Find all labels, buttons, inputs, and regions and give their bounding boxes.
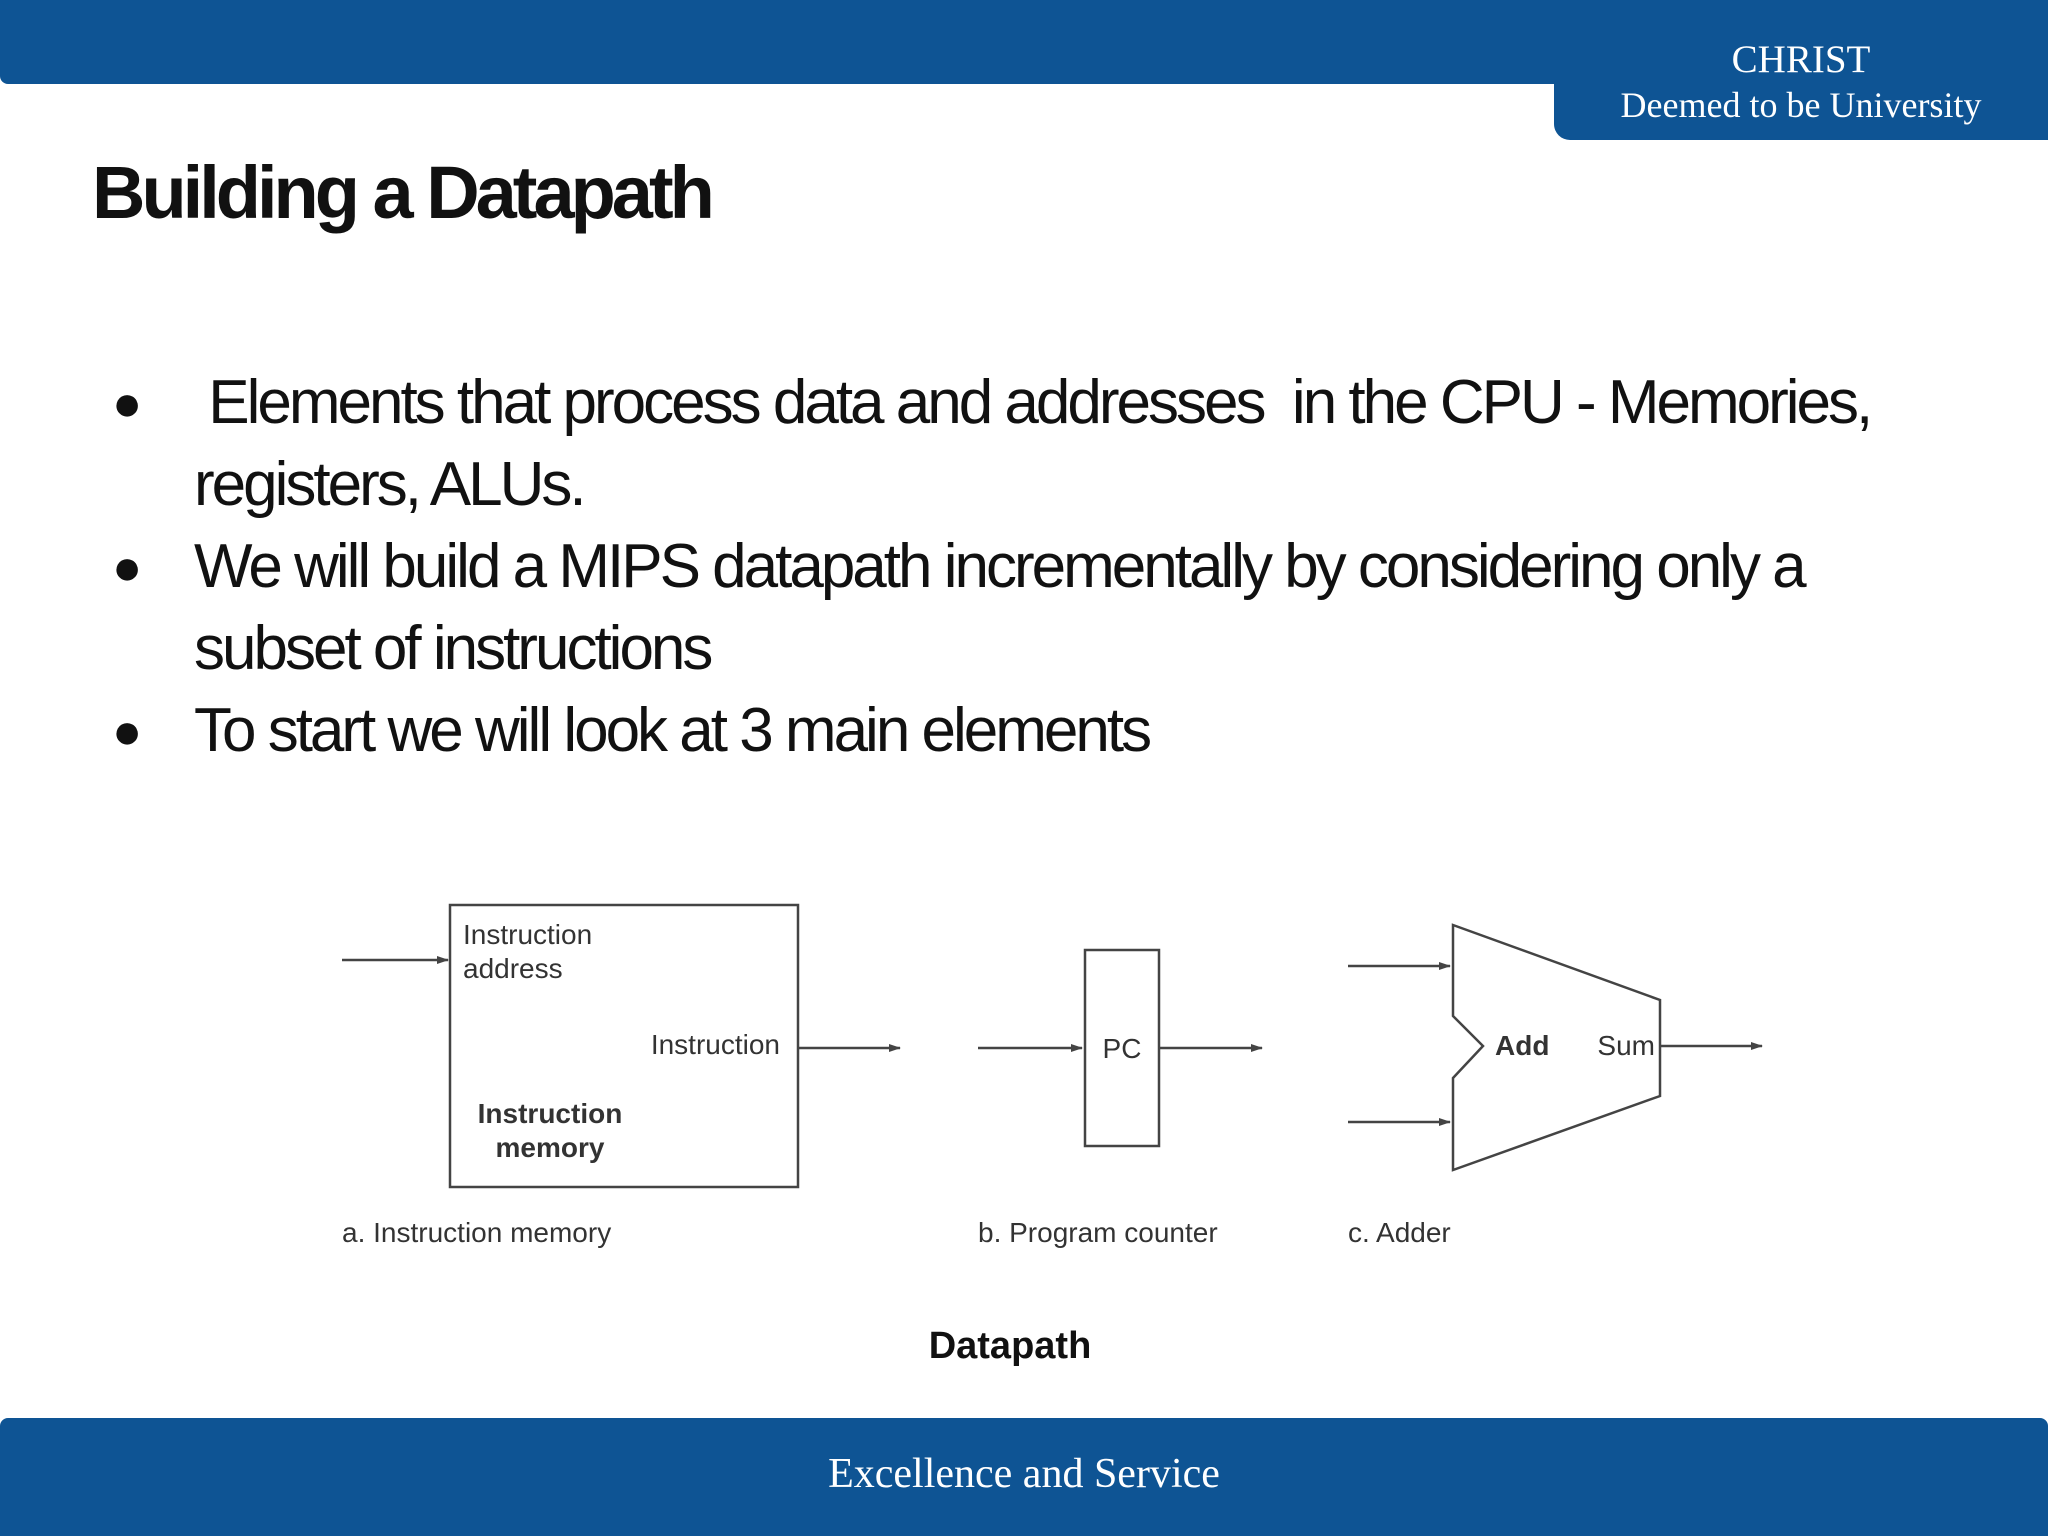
instruction-memory-box [448, 903, 800, 1189]
adder-shape [1451, 923, 1662, 1172]
datapath-figure: Instruction address Instruction Instruct… [330, 890, 1780, 1270]
bullet-item: ● To start we will look at 3 main elemen… [112, 690, 1972, 772]
pc-label: PC [1103, 1033, 1142, 1064]
instruction-address-label-line1: Instruction [463, 919, 592, 950]
bullet-list: ● Elements that process data and address… [112, 362, 1972, 772]
program-counter-caption: b. Program counter [978, 1217, 1218, 1248]
adder-block: Add Sum c. Adder [1348, 923, 1763, 1248]
slide-title: Building a Datapath [92, 151, 715, 234]
instruction-memory-name-line2: memory [496, 1132, 605, 1163]
adder-sum-label: Sum [1597, 1030, 1655, 1061]
instruction-memory-caption: a. Instruction memory [342, 1217, 611, 1248]
bullet-dot-icon: ● [112, 375, 142, 431]
university-logo-tab: CHRIST Deemed to be University [1554, 0, 2048, 140]
brand-subtitle: Deemed to be University [1620, 85, 1982, 125]
bullet-text: Elements that process data and addresses… [194, 368, 1885, 519]
figure-caption: Datapath [928, 1325, 1092, 1367]
datapath-diagram: Instruction address Instruction Instruct… [342, 903, 1763, 1248]
bullet-text: To start we will look at 3 main elements [194, 696, 1152, 765]
footer-motto: Excellence and Service [828, 1451, 1220, 1497]
bullet-dot-icon: ● [112, 703, 142, 759]
bullet-text: We will build a MIPS datapath incrementa… [194, 532, 1807, 683]
instruction-output-label: Instruction [651, 1029, 780, 1060]
bullet-dot-icon: ● [112, 539, 142, 595]
brand-name: CHRIST [1731, 38, 1871, 81]
adder-caption: c. Adder [1348, 1217, 1451, 1248]
program-counter-block: PC b. Program counter [978, 948, 1263, 1248]
bullet-item: ● We will build a MIPS datapath incremen… [112, 526, 1972, 690]
bullet-item: ● Elements that process data and address… [112, 362, 1972, 526]
footer-bar: Excellence and Service [0, 1418, 2048, 1536]
adder-label: Add [1495, 1030, 1549, 1061]
instruction-memory-block: Instruction address Instruction Instruct… [342, 903, 901, 1248]
instruction-memory-name-line1: Instruction [478, 1098, 623, 1129]
instruction-address-label-line2: address [463, 953, 563, 984]
